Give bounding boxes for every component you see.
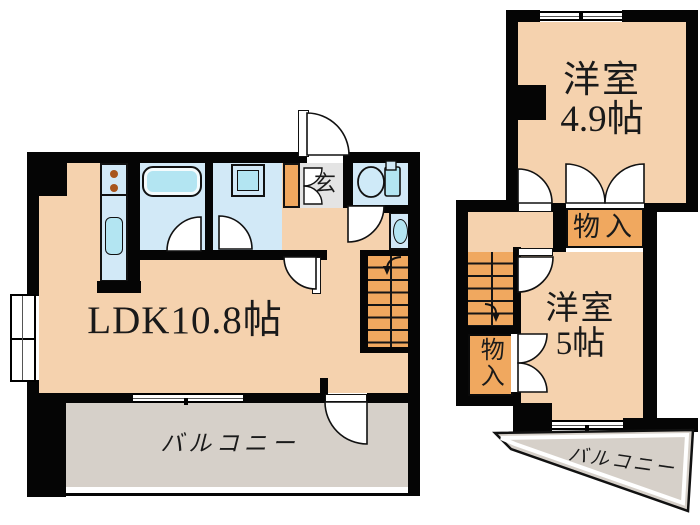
wall — [27, 196, 39, 296]
window-divider — [12, 338, 34, 340]
room5-door-leaf — [518, 248, 553, 256]
room49-door-gap — [518, 202, 552, 212]
wall — [506, 85, 546, 120]
stairs-center-line — [490, 252, 493, 326]
window-tick — [184, 398, 188, 405]
wall — [456, 396, 521, 406]
stairs-left — [368, 256, 412, 347]
wall — [462, 200, 518, 212]
ldk-door-leaf — [312, 257, 321, 294]
room49-label: 洋室 4.9帖 — [518, 60, 686, 140]
wall — [205, 163, 213, 250]
storage-lower-label: 物入 — [476, 337, 503, 389]
wall — [686, 10, 698, 212]
room5-label: 洋室 5帖 — [518, 292, 643, 361]
wall — [622, 10, 698, 22]
balcony-door-leaf — [325, 394, 367, 402]
toilet-floor — [351, 163, 408, 205]
bathtub-icon — [142, 166, 202, 197]
stairs-right — [468, 252, 513, 326]
wall — [513, 403, 552, 435]
window-tick — [585, 425, 589, 432]
wall — [553, 212, 566, 252]
stairs-center-line — [390, 256, 392, 347]
wall — [27, 163, 67, 196]
wall — [138, 250, 327, 260]
wall — [320, 378, 328, 403]
room49-size: 4.9帖 — [560, 98, 644, 140]
sliding-window-balcony — [133, 393, 243, 405]
window-room49 — [540, 11, 622, 21]
wall — [97, 281, 141, 293]
balcony-right-label: バルコニー — [566, 444, 679, 481]
wall — [513, 247, 521, 336]
window-room5 — [552, 420, 623, 432]
window-glass-line — [133, 398, 243, 399]
room49-name: 洋室 — [563, 60, 641, 101]
entry-door-arc — [306, 112, 350, 156]
wall — [351, 205, 408, 213]
wall — [27, 152, 307, 163]
wall — [367, 393, 420, 403]
washing-machine-tub — [237, 170, 259, 191]
wall — [343, 152, 353, 208]
wall — [468, 326, 513, 334]
room5-name: 洋室 — [545, 291, 616, 327]
storage-lower-box — [468, 334, 513, 396]
wall — [456, 200, 468, 406]
window-glass-line — [22, 296, 23, 380]
stove-icon — [100, 163, 128, 196]
wall — [243, 393, 325, 403]
wall — [39, 393, 133, 403]
storage-upper-label: 物入 — [573, 212, 637, 242]
wall — [128, 163, 140, 281]
washbasin-bowl-icon — [393, 219, 408, 244]
wall — [623, 418, 698, 432]
window-tick — [579, 13, 583, 19]
wall — [552, 203, 566, 212]
balcony-left-label: バルコニー — [160, 431, 300, 456]
entrance-label: 玄 — [314, 171, 337, 196]
ldk-label: LDK10.8帖 — [87, 299, 283, 342]
wall — [657, 203, 698, 212]
closet-door-gap — [566, 201, 644, 208]
bay-window — [10, 294, 36, 382]
burner-dot — [110, 184, 118, 192]
wall — [408, 152, 420, 493]
balcony-left-edge — [66, 493, 420, 496]
entry-door-leaf — [298, 110, 309, 157]
storage-lower-door-gap — [511, 334, 521, 392]
shoe-cabinet — [283, 163, 300, 208]
balcony-left-rail — [66, 487, 408, 493]
wall — [345, 152, 420, 163]
wall — [643, 203, 657, 420]
wall — [27, 393, 66, 497]
landing-floor — [468, 212, 553, 252]
burner-dot — [110, 170, 118, 178]
room5-size: 5帖 — [555, 325, 606, 362]
kitchen-sink-icon — [105, 217, 123, 255]
